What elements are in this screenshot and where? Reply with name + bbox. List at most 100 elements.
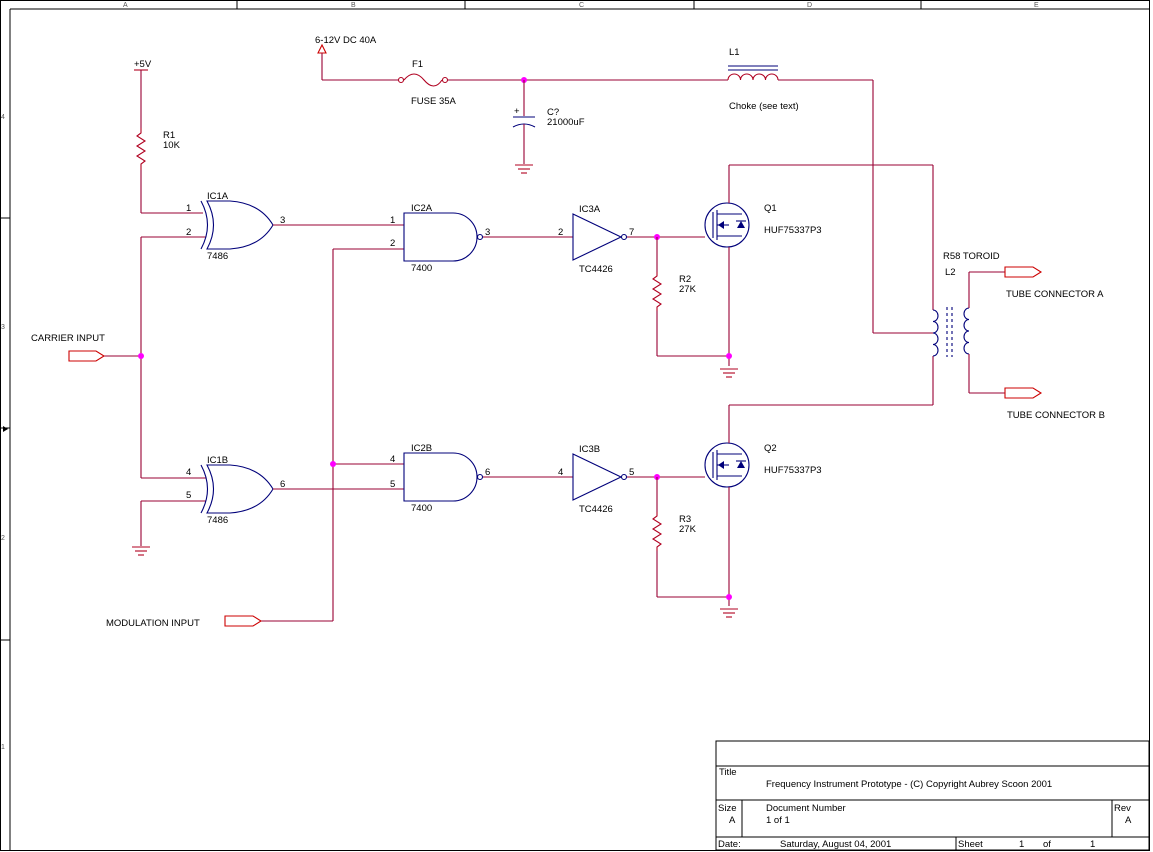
tube-connector-b-label: TUBE CONNECTOR B <box>1007 410 1105 421</box>
size-label: Size <box>718 803 736 814</box>
junction-modulation <box>330 461 336 467</box>
r3-value: 27K <box>679 524 697 535</box>
resistor-r1: R1 10K <box>135 128 181 170</box>
ic2a-pin3: 3 <box>485 227 490 238</box>
sheet-total: 1 <box>1090 839 1095 850</box>
ic3a-value: TC4426 <box>579 264 613 275</box>
rev-value: A <box>1125 815 1132 826</box>
col-label-d: D <box>807 2 812 9</box>
row-label-3: 3 <box>1 324 5 331</box>
r1-value: 10K <box>163 140 181 151</box>
date-value: Saturday, August 04, 2001 <box>780 839 891 850</box>
ic1b-pin5: 5 <box>186 490 191 501</box>
q2-value: HUF75337P3 <box>764 465 822 476</box>
tube-connector-a-label: TUBE CONNECTOR A <box>1006 289 1104 300</box>
ic3a-pin7: 7 <box>629 227 634 238</box>
sheet-title: Frequency Instrument Prototype - (C) Cop… <box>766 779 1052 790</box>
supply-label: 6-12V DC 40A <box>315 35 377 46</box>
resistor-r2: R2 27K <box>651 272 697 311</box>
ground-symbol-1 <box>132 546 150 556</box>
col-label-a: A <box>123 2 128 9</box>
r3-ref: R3 <box>679 514 691 525</box>
ic2b-value: 7400 <box>411 503 432 514</box>
title-block: Title Frequency Instrument Prototype - (… <box>715 740 1150 851</box>
ground-symbol-q1 <box>720 368 738 378</box>
ic1a-ref: IC1A <box>207 191 229 202</box>
port-tube-connector-b: TUBE CONNECTOR B <box>1004 387 1105 421</box>
modulation-input-label: MODULATION INPUT <box>106 618 200 629</box>
junction-q1-source <box>726 353 732 359</box>
l1-ref: L1 <box>729 47 740 58</box>
port-tube-connector-a: TUBE CONNECTOR A <box>1004 266 1104 300</box>
xor-gate-ic1a: IC1A 7486 1 2 3 <box>186 191 285 262</box>
frame-arrow-marker <box>3 426 8 432</box>
c1-value: 21000uF <box>547 117 585 128</box>
ic2a-pin2: 2 <box>390 238 395 249</box>
ic1a-pin2: 2 <box>186 227 191 238</box>
l2-value: R58 TOROID <box>943 251 1000 262</box>
junction-q2-source <box>726 594 732 600</box>
rev-label: Rev <box>1114 803 1131 814</box>
junction-carrier <box>138 353 144 359</box>
nand-gate-ic2b: IC2B 7400 4 5 6 <box>390 443 490 514</box>
ic1b-pin4: 4 <box>186 467 191 478</box>
supply-port: 6-12V DC 40A <box>315 35 377 54</box>
ic2b-pin6: 6 <box>485 467 490 478</box>
ic2b-ref: IC2B <box>411 443 432 454</box>
c1-ref: C? <box>547 107 559 118</box>
row-label-4: 4 <box>1 114 5 121</box>
ic3b-pin4: 4 <box>558 467 563 478</box>
title-label: Title <box>719 767 737 778</box>
sheet-label: Sheet <box>958 839 983 850</box>
ic2b-pin4: 4 <box>390 454 395 465</box>
driver-ic3b: IC3B TC4426 4 5 <box>558 444 634 515</box>
ic2b-pin5: 5 <box>390 479 395 490</box>
f1-value: FUSE 35A <box>411 96 457 107</box>
carrier-input-label: CARRIER INPUT <box>31 333 105 344</box>
size-value: A <box>729 815 736 826</box>
driver-ic3a: IC3A TC4426 2 7 <box>558 204 634 275</box>
row-label-1: 1 <box>1 744 5 751</box>
vcc-symbol: +5V <box>134 59 152 128</box>
ic1b-ref: IC1B <box>207 455 228 466</box>
xor-gate-ic1b: IC1B 7486 4 5 6 <box>186 455 285 526</box>
ground-symbol-q2 <box>720 608 738 618</box>
r1-ref: R1 <box>163 130 175 141</box>
vcc-label: +5V <box>134 59 152 70</box>
fuse-f1: F1 FUSE 35A <box>397 59 457 107</box>
nand-gate-ic2a: IC2A 7400 1 2 3 <box>390 203 490 274</box>
ic3b-value: TC4426 <box>579 504 613 515</box>
transformer-l2: R58 TOROID L2 <box>932 251 1000 357</box>
q1-ref: Q1 <box>764 203 777 214</box>
col-label-e: E <box>1034 2 1039 9</box>
of-label: of <box>1043 839 1051 850</box>
q2-ref: Q2 <box>764 443 777 454</box>
ic1b-value: 7486 <box>207 515 228 526</box>
port-modulation-input: MODULATION INPUT <box>106 615 263 629</box>
ic3b-ref: IC3B <box>579 444 600 455</box>
f1-ref: F1 <box>412 59 423 70</box>
ground-symbol-c1 <box>515 164 533 174</box>
mosfet-q2: Q2 HUF75337P3 <box>704 442 822 488</box>
c1-polarity: + <box>514 106 520 117</box>
document-number-label: Document Number <box>766 803 846 814</box>
mosfet-q1: Q1 HUF75337P3 <box>704 202 822 248</box>
row-label-2: 2 <box>1 535 5 542</box>
ic3a-ref: IC3A <box>579 204 601 215</box>
inductor-l1: L1 Choke (see text) <box>727 47 799 112</box>
ic3a-pin2: 2 <box>558 227 563 238</box>
r2-value: 27K <box>679 284 697 295</box>
l1-value: Choke (see text) <box>729 101 799 112</box>
r2-ref: R2 <box>679 274 691 285</box>
l2-ref: L2 <box>945 267 956 278</box>
ic2a-pin1: 1 <box>390 215 395 226</box>
ic1a-value: 7486 <box>207 251 228 262</box>
col-label-c: C <box>579 2 584 9</box>
ic2a-value: 7400 <box>411 263 432 274</box>
ic1b-pin6: 6 <box>280 479 285 490</box>
ic2a-ref: IC2A <box>411 203 433 214</box>
col-label-b: B <box>351 2 356 9</box>
ic1a-pin3: 3 <box>280 215 285 226</box>
